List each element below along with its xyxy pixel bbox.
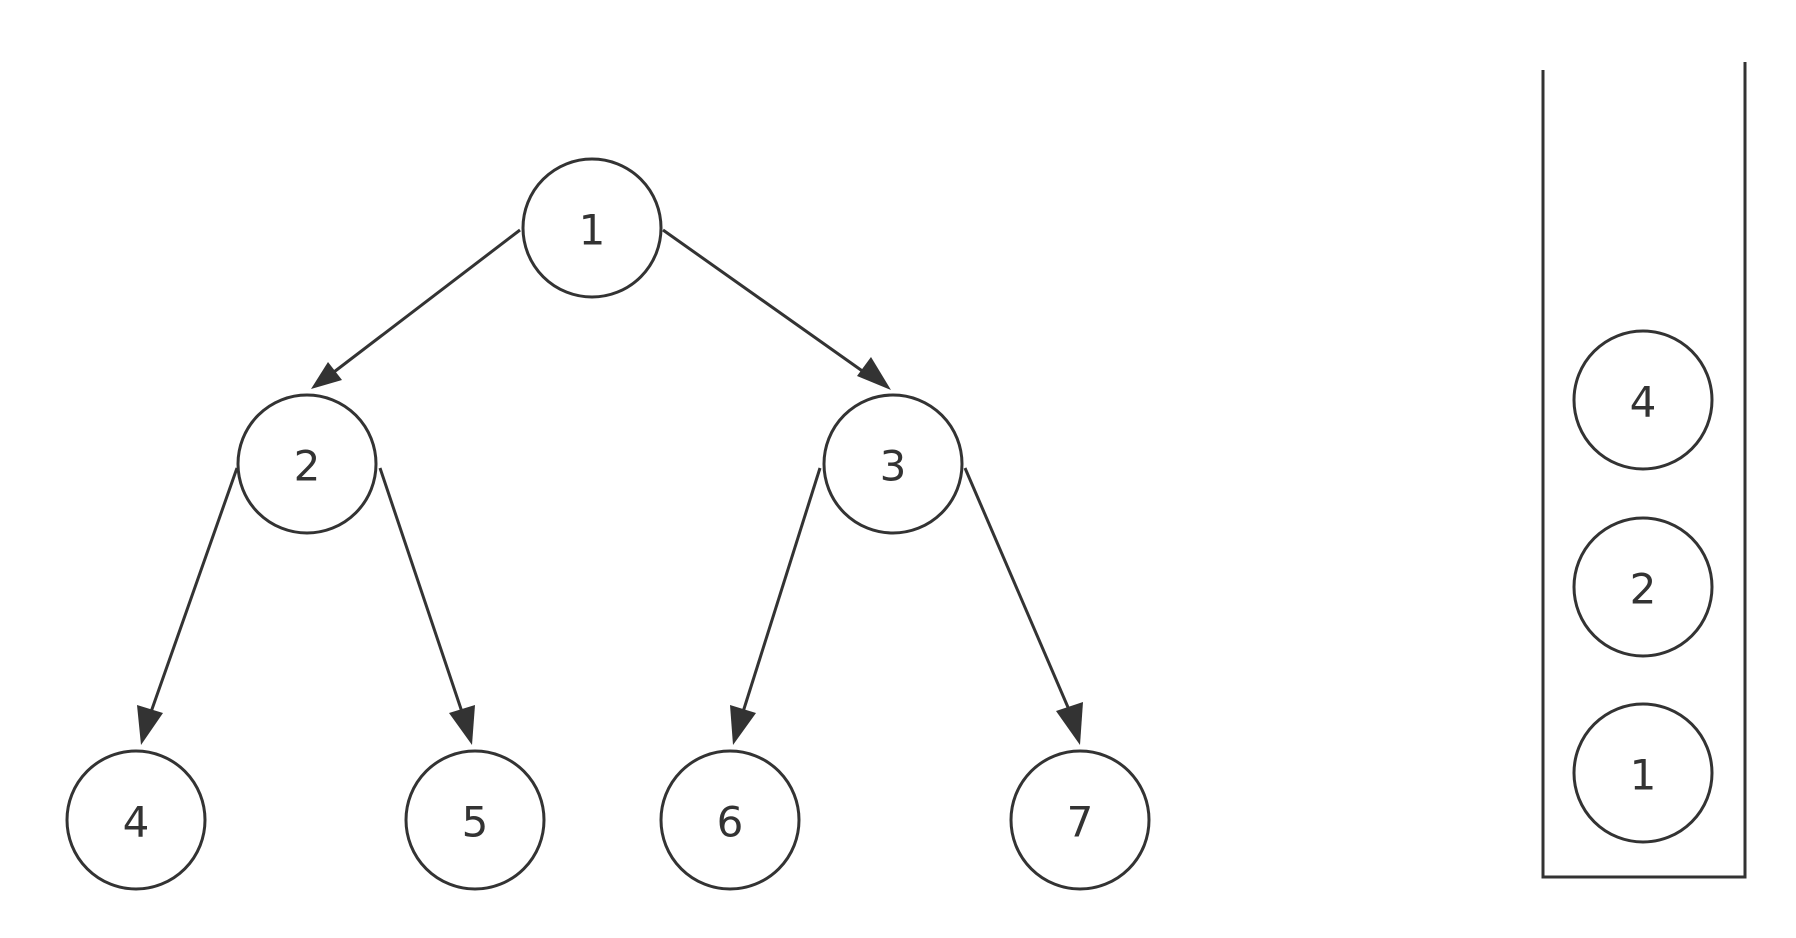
stack-item-bottom: 1: [1572, 702, 1714, 844]
stack-item-middle: 2: [1572, 516, 1714, 658]
edge-1-3: [662, 228, 869, 377]
tree-nodes: 1 2 3 4 5 6 7: [65, 157, 1151, 891]
edge-3-7: [963, 467, 1072, 713]
tree-node-7-label: 7: [1067, 798, 1094, 847]
stack-item-bottom-label: 1: [1630, 751, 1657, 800]
stack-item-top: 4: [1572, 329, 1714, 471]
tree-node-3-label: 3: [880, 442, 907, 491]
tree-node-2: 2: [236, 393, 378, 535]
tree-node-7: 7: [1009, 749, 1151, 891]
tree-node-4: 4: [65, 749, 207, 891]
arrowhead-2-4: [137, 705, 163, 745]
arrowhead-1-2: [311, 362, 342, 389]
stack-item-top-label: 4: [1630, 378, 1657, 427]
tree-node-1-label: 1: [579, 206, 606, 255]
arrowhead-3-7: [1056, 702, 1083, 745]
edge-2-4: [149, 467, 239, 713]
tree-node-1: 1: [521, 157, 663, 299]
tree-node-3: 3: [822, 393, 964, 535]
tree-node-6-label: 6: [717, 798, 744, 847]
tree-node-6: 6: [659, 749, 801, 891]
stack-container: 4 2 1: [1541, 62, 1747, 879]
edge-1-2: [329, 228, 521, 377]
arrowhead-2-5: [449, 705, 475, 745]
stack-walls: [1541, 62, 1747, 879]
arrowhead-3-6: [730, 705, 756, 745]
tree-node-5: 5: [404, 749, 546, 891]
tree-node-4-label: 4: [123, 798, 150, 847]
tree-node-2-label: 2: [294, 442, 321, 491]
stack-item-middle-label: 2: [1630, 565, 1657, 614]
tree-edges: [137, 228, 1083, 745]
edge-3-6: [741, 467, 822, 713]
arrowhead-1-3: [857, 357, 891, 390]
tree-node-5-label: 5: [462, 798, 489, 847]
edge-2-5: [378, 467, 464, 713]
